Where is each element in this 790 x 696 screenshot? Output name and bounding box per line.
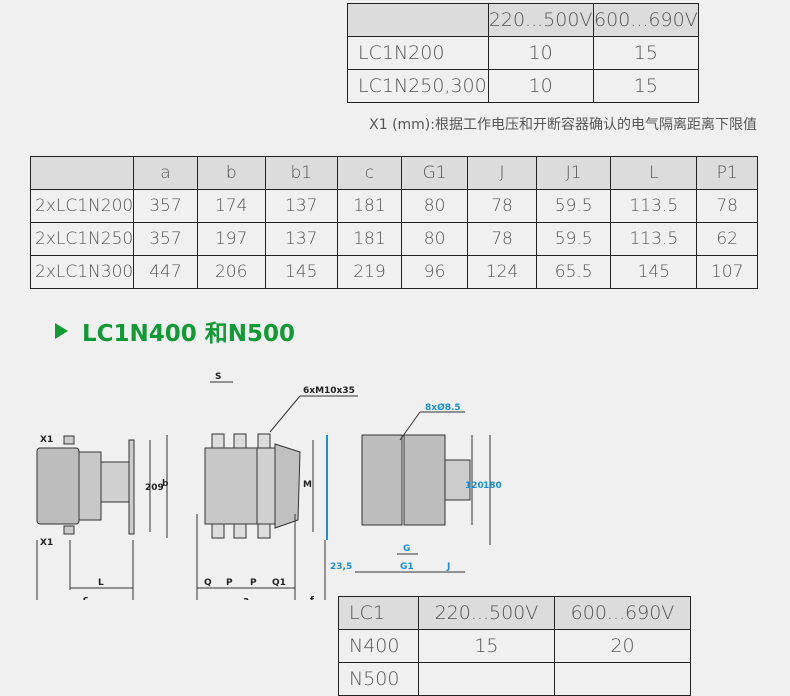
table-cell: 137: [264, 189, 338, 223]
table-cell: 145: [610, 255, 698, 289]
table-cell: 78: [696, 189, 758, 223]
svg-text:S: S: [215, 372, 221, 382]
table-cell: 447: [133, 255, 198, 289]
svg-text:f: f: [310, 596, 314, 600]
table-cell: 80: [401, 189, 468, 223]
svg-text:6xM10x35: 6xM10x35: [303, 386, 355, 396]
column-header: a: [133, 156, 198, 190]
triangle-bullet-icon: [55, 323, 68, 339]
table-cell: 124: [466, 255, 538, 289]
svg-text:G: G: [403, 544, 410, 554]
svg-text:G1: G1: [400, 562, 414, 572]
table-cell: 2xLC1N200: [29, 189, 135, 223]
svg-text:P: P: [226, 578, 233, 588]
column-header: b: [196, 156, 266, 190]
table-cell: 206: [196, 255, 266, 289]
column-header: P1: [696, 156, 758, 190]
section-heading: LC1N400 和N500: [55, 314, 295, 348]
table-cell: 113.5: [610, 222, 698, 256]
svg-text:209: 209: [145, 483, 164, 493]
table-cell: 181: [336, 222, 403, 256]
table-cell: 174: [196, 189, 266, 223]
column-header: c: [336, 156, 403, 190]
table-cell: 59.5: [536, 189, 612, 223]
table-cell: 59.5: [536, 222, 612, 256]
svg-text:c: c: [83, 595, 88, 600]
table-cell: 113.5: [610, 189, 698, 223]
table-cell: 62: [696, 222, 758, 256]
table-cell: 78: [466, 189, 538, 223]
column-header: b1: [264, 156, 338, 190]
table-cell: 357: [133, 189, 198, 223]
column-header: [29, 156, 135, 190]
table-row: N500: [338, 662, 692, 696]
table-cell: 78: [466, 222, 538, 256]
svg-text:Q: Q: [204, 578, 212, 588]
svg-text:P: P: [250, 578, 257, 588]
dimension-drawing: X1 X1 209 b L c S 6xM10x35 M Q P P Q1 a …: [36, 372, 502, 600]
table-cell: 2xLC1N300: [29, 255, 135, 289]
svg-text:a: a: [243, 596, 249, 600]
table-cell: 80: [401, 222, 468, 256]
table-cell: 181: [336, 189, 403, 223]
svg-text:23,5: 23,5: [330, 562, 352, 572]
column-header: L: [610, 156, 698, 190]
table-cell: 137: [264, 222, 338, 256]
x1-note: X1 (mm):根据工作电压和开断容器确认的电气隔离距离下限值: [369, 117, 757, 133]
table-cell: 2xLC1N250: [29, 222, 135, 256]
table-cell: 107: [696, 255, 758, 289]
column-header: G1: [401, 156, 468, 190]
table-cell: 219: [336, 255, 403, 289]
column-header: J: [466, 156, 538, 190]
svg-text:Q1: Q1: [272, 578, 286, 588]
column-header: J1: [536, 156, 612, 190]
svg-text:b: b: [162, 479, 169, 489]
svg-text:120: 120: [465, 481, 484, 491]
table-cell: 145: [264, 255, 338, 289]
svg-text:J: J: [446, 562, 450, 572]
svg-text:M: M: [303, 480, 312, 490]
table-cell: 65.5: [536, 255, 612, 289]
svg-text:X1: X1: [40, 435, 53, 445]
svg-text:180: 180: [483, 481, 502, 491]
table-cell: 357: [133, 222, 198, 256]
table-cell: 96: [401, 255, 468, 289]
table-cell: 197: [196, 222, 266, 256]
svg-text:8xØ8.5: 8xØ8.5: [425, 402, 461, 413]
svg-text:X1: X1: [40, 538, 53, 548]
svg-text:L: L: [98, 578, 104, 588]
